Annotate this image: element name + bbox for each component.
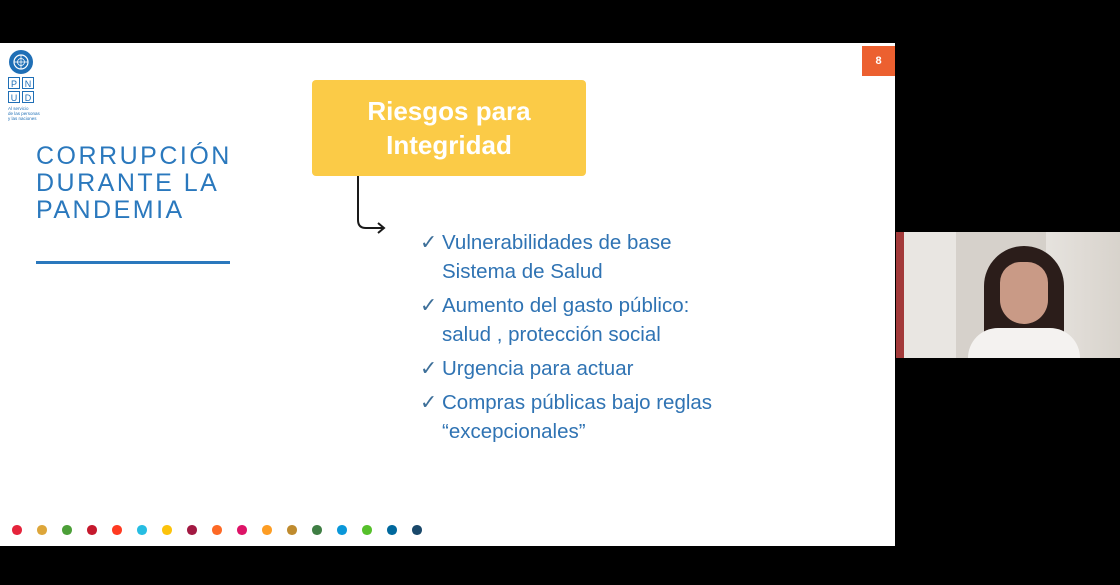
- participant-webcam[interactable]: [896, 232, 1120, 358]
- sdg-dot: [262, 525, 272, 535]
- logo-letter: P: [8, 77, 20, 89]
- sdg-dot: [362, 525, 372, 535]
- slide-title: CORRUPCIÓN DURANTE LA PANDEMIA: [36, 142, 232, 224]
- sdg-dot: [387, 525, 397, 535]
- list-item-text: Urgencia para actuar: [442, 357, 634, 380]
- logo-letter: U: [8, 91, 20, 103]
- sdg-dot: [62, 525, 72, 535]
- sdg-dot: [112, 525, 122, 535]
- list-item-text: Compras públicas bajo reglas “excepciona…: [442, 391, 713, 443]
- list-item-text: Aumento del gasto público: salud , prote…: [442, 294, 690, 346]
- connector-arrow-icon: [357, 176, 386, 234]
- logo-letter: N: [22, 77, 34, 89]
- list-item: ✓ Urgencia para actuar: [420, 354, 712, 383]
- sdg-dot: [412, 525, 422, 535]
- sdg-dot: [37, 525, 47, 535]
- sdg-dot: [312, 525, 322, 535]
- page-number-badge: 8: [862, 46, 895, 76]
- sdg-dot: [337, 525, 347, 535]
- sdg-dot: [137, 525, 147, 535]
- list-item: ✓ Aumento del gasto público: salud , pro…: [420, 291, 712, 349]
- list-item-text: Vulnerabilidades de base Sistema de Salu…: [442, 231, 672, 283]
- sdg-dot: [12, 525, 22, 535]
- checkmark-icon: ✓: [420, 294, 438, 317]
- list-item: ✓ Vulnerabilidades de base Sistema de Sa…: [420, 228, 712, 286]
- person-face: [1000, 262, 1048, 324]
- checkmark-icon: ✓: [420, 357, 438, 380]
- person-shirt: [968, 328, 1080, 358]
- un-emblem-icon: [9, 50, 33, 74]
- sdg-color-dots: [12, 525, 422, 535]
- sdg-dot: [87, 525, 97, 535]
- heading-box: Riesgos para Integridad: [312, 80, 586, 176]
- title-underline: [36, 261, 230, 264]
- risk-list: ✓ Vulnerabilidades de base Sistema de Sa…: [420, 228, 712, 451]
- logo-letter: D: [22, 91, 34, 103]
- sdg-dot: [212, 525, 222, 535]
- sdg-dot: [237, 525, 247, 535]
- sdg-dot: [162, 525, 172, 535]
- checkmark-icon: ✓: [420, 231, 438, 254]
- sdg-dot: [187, 525, 197, 535]
- list-item: ✓ Compras públicas bajo reglas “excepcio…: [420, 388, 712, 446]
- checkmark-icon: ✓: [420, 391, 438, 414]
- pnud-letters: P N U D: [8, 77, 40, 103]
- sdg-dot: [287, 525, 297, 535]
